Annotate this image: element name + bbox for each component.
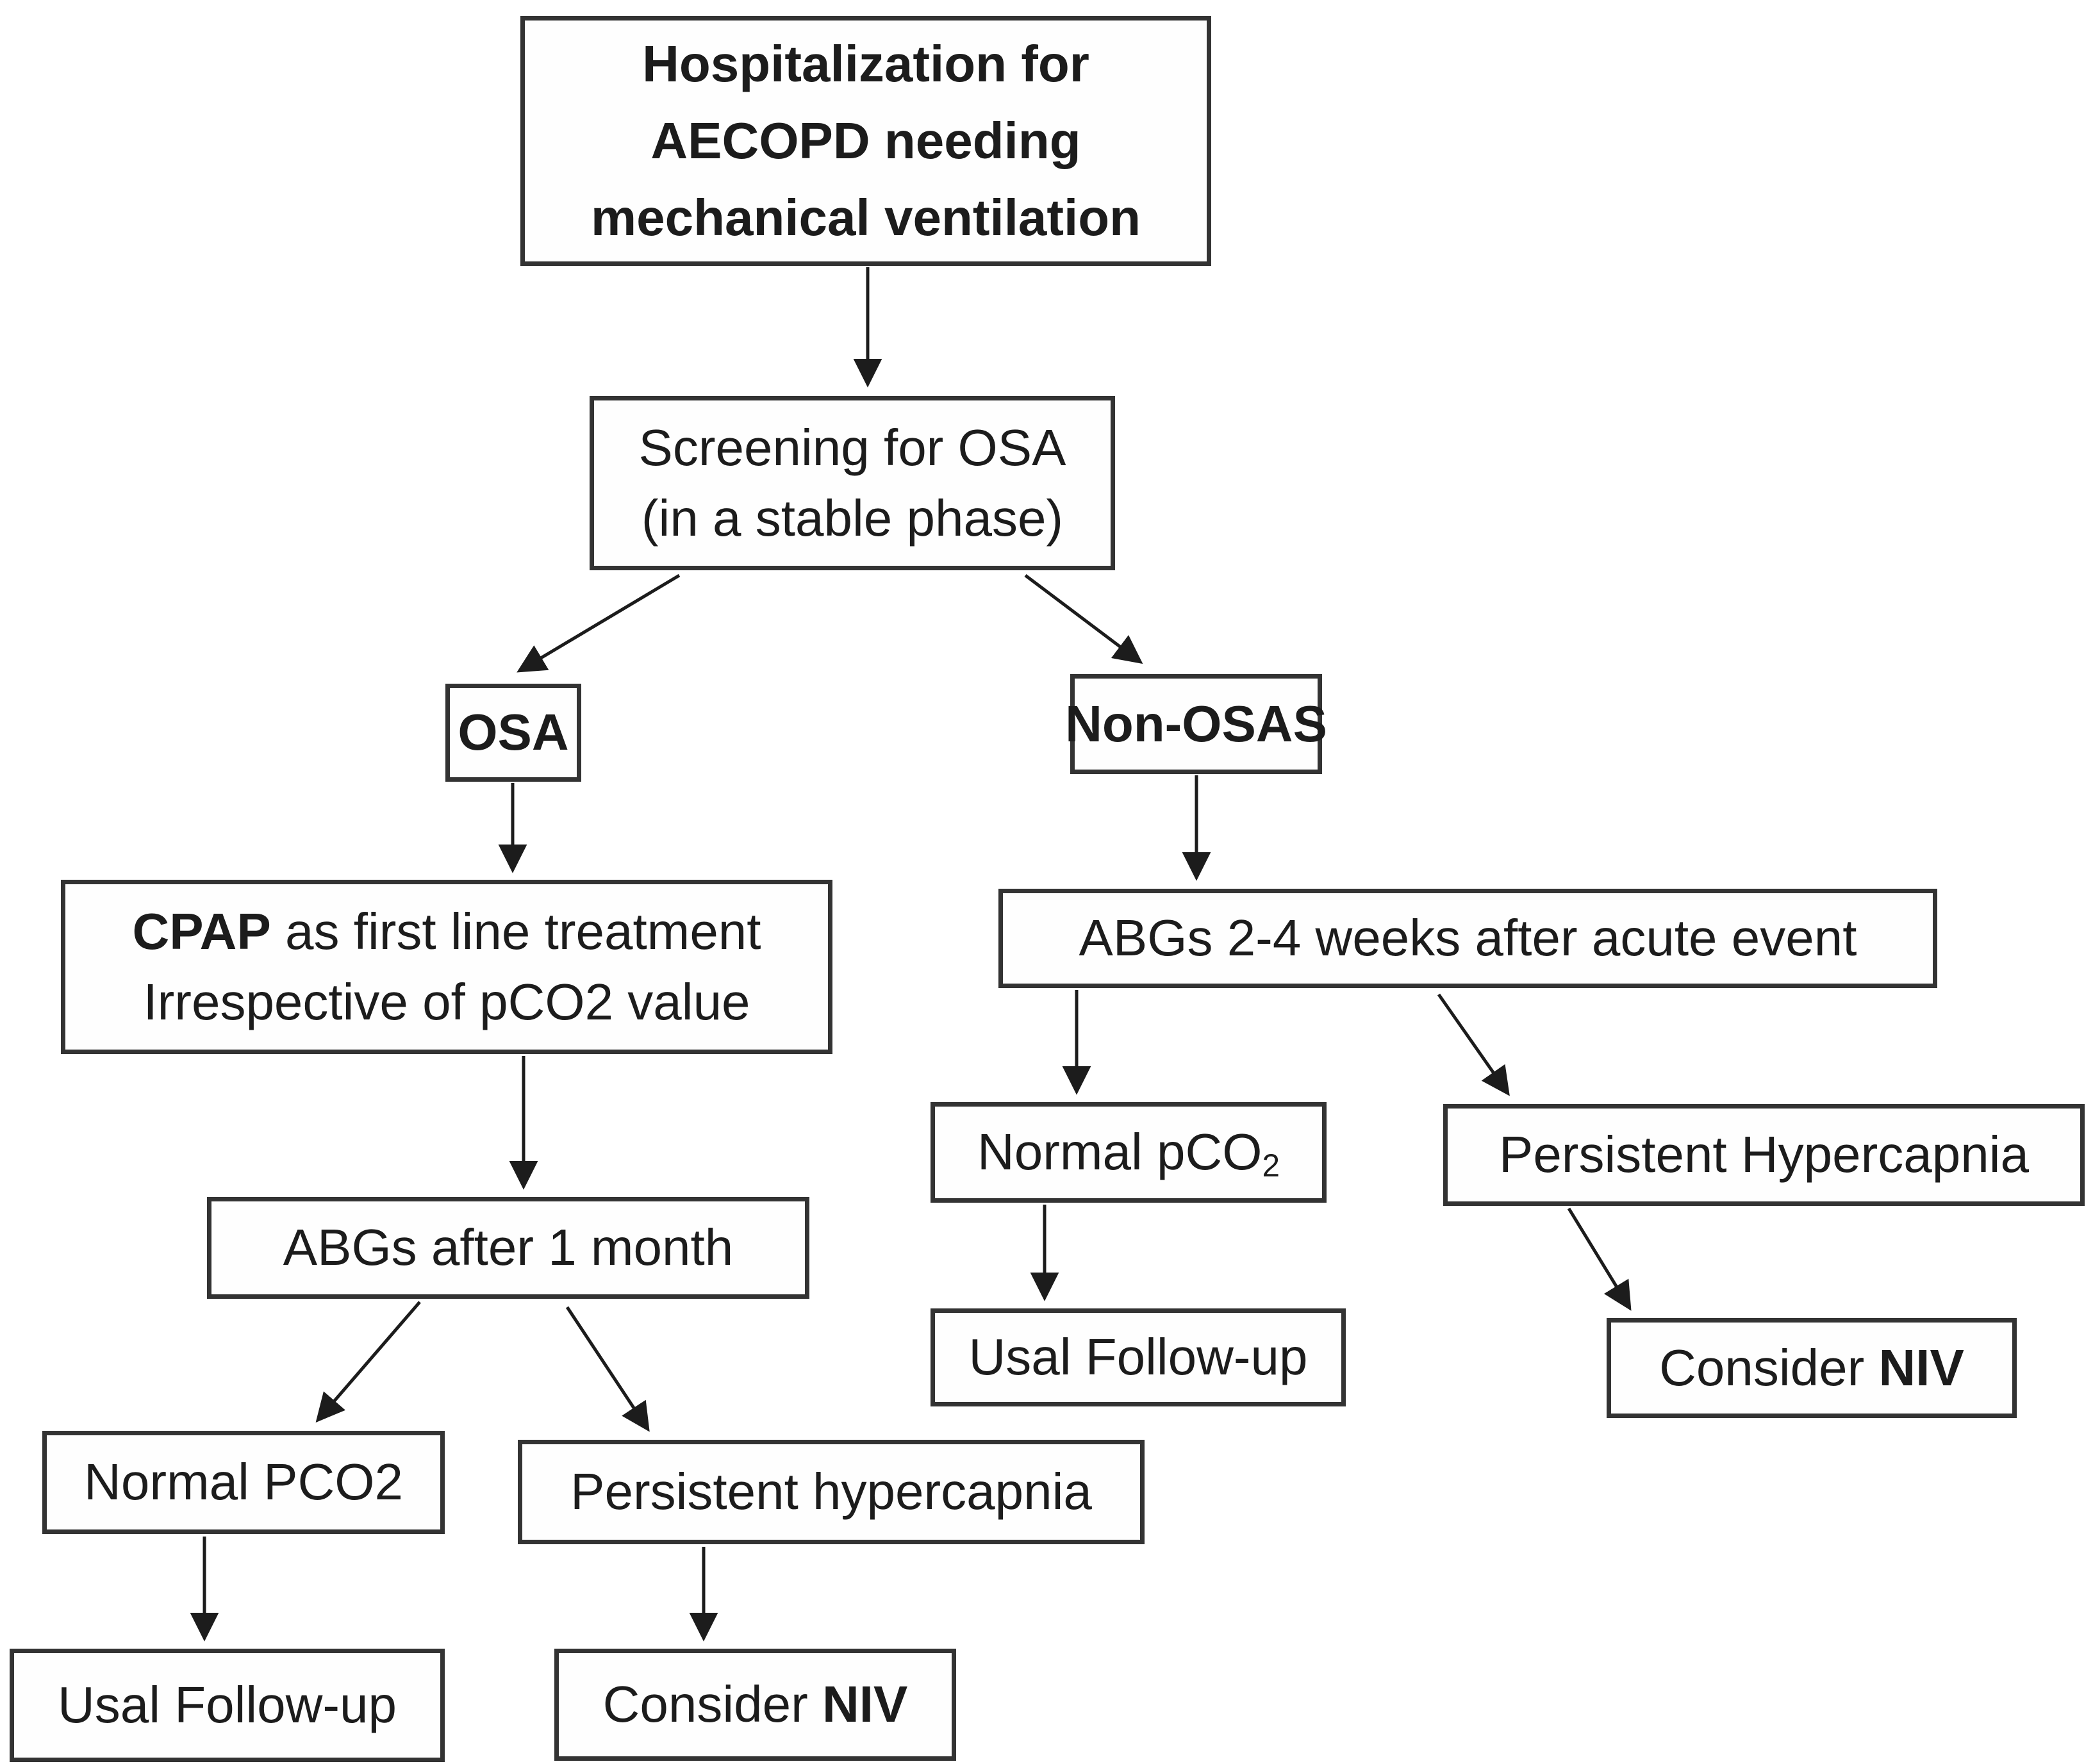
node-cpap-after-bold: as first line treatment	[270, 902, 761, 960]
node-consider-niv-right: Consider NIV	[1607, 1318, 2017, 1418]
node-usual-followup-right-label: Usal Follow-up	[968, 1328, 1308, 1386]
arrow-screening-to-osa	[517, 573, 681, 673]
node-abg-after-1-month: ABGs after 1 month	[207, 1197, 809, 1299]
node-consider-niv-left: Consider NIV	[554, 1649, 956, 1761]
node-hospitalization-line2: AECOPD needing	[650, 112, 1081, 169]
node-persistent-hypercapnia-right: Persistent Hypercapnia	[1443, 1104, 2085, 1206]
node-hospitalization-line3: mechanical ventilation	[590, 189, 1141, 246]
node-usual-followup-left-label: Usal Follow-up	[57, 1676, 397, 1734]
node-screening-line1: Screening for OSA	[638, 418, 1066, 476]
node-consider-niv-left-pre: Consider	[602, 1676, 823, 1733]
node-abg-after-1-month-label: ABGs after 1 month	[283, 1219, 734, 1276]
node-osa-label: OSA	[458, 704, 569, 761]
node-usual-followup-right: Usal Follow-up	[931, 1308, 1346, 1406]
node-persistent-hypercapnia-right-label: Persistent Hypercapnia	[1498, 1126, 2030, 1183]
node-hospitalization-line1: Hospitalization for	[642, 35, 1089, 92]
node-normal-pco2-right-label: Normal pCO2	[977, 1117, 1280, 1187]
arrow-screening-to-non-osas	[1024, 574, 1143, 664]
node-abg-2-4-weeks: ABGs 2-4 weeks after acute event	[998, 889, 1937, 988]
node-consider-niv-right-label: Consider NIV	[1659, 1333, 1964, 1403]
arrow-abg1m-to-persistent-hypercapnia-left	[565, 1306, 650, 1432]
node-hospitalization: Hospitalization for AECOPD needing mecha…	[520, 16, 1211, 266]
node-cpap-bold: CPAP	[132, 902, 271, 960]
node-abg-2-4-weeks-label: ABGs 2-4 weeks after acute event	[1079, 909, 1857, 967]
node-normal-pco2-left-label: Normal PCO2	[84, 1453, 403, 1511]
node-persistent-hypercapnia-left: Persistent hypercapnia	[518, 1440, 1145, 1544]
arrow-persistent-hypercapnia-right-to-consider-niv-right	[1567, 1207, 1632, 1311]
node-consider-niv-right-pre: Consider	[1659, 1339, 1879, 1396]
node-normal-pco2-right-subscript: 2	[1262, 1148, 1280, 1184]
node-consider-niv-left-bold: NIV	[822, 1676, 908, 1733]
node-cpap-line2: Irrespective of pCO2 value	[143, 973, 750, 1030]
node-screening-line2: (in a stable phase)	[641, 490, 1064, 547]
node-normal-pco2-left: Normal PCO2	[42, 1431, 445, 1534]
node-cpap-first-line: CPAP as first line treatment Irrespectiv…	[61, 880, 832, 1054]
node-screening: Screening for OSA (in a stable phase)	[590, 396, 1115, 570]
node-non-osas-label: Non-OSAS	[1065, 695, 1327, 752]
node-persistent-hypercapnia-left-label: Persistent hypercapnia	[570, 1463, 1092, 1521]
node-usual-followup-left: Usal Follow-up	[10, 1649, 445, 1762]
node-osa: OSA	[445, 684, 581, 782]
node-non-osas: Non-OSAS	[1065, 674, 1327, 774]
node-normal-pco2-right-text: Normal pCO	[977, 1123, 1262, 1181]
node-consider-niv-left-label: Consider NIV	[603, 1669, 908, 1740]
node-cpap-line1: CPAP as first line treatment	[132, 896, 761, 967]
node-normal-pco2-right: Normal pCO2	[931, 1102, 1327, 1203]
arrow-abg24-to-persistent-hypercapnia-right	[1437, 993, 1510, 1096]
arrow-abg1m-to-normal-pco2-left	[315, 1301, 421, 1423]
node-consider-niv-right-bold: NIV	[1878, 1339, 1964, 1396]
